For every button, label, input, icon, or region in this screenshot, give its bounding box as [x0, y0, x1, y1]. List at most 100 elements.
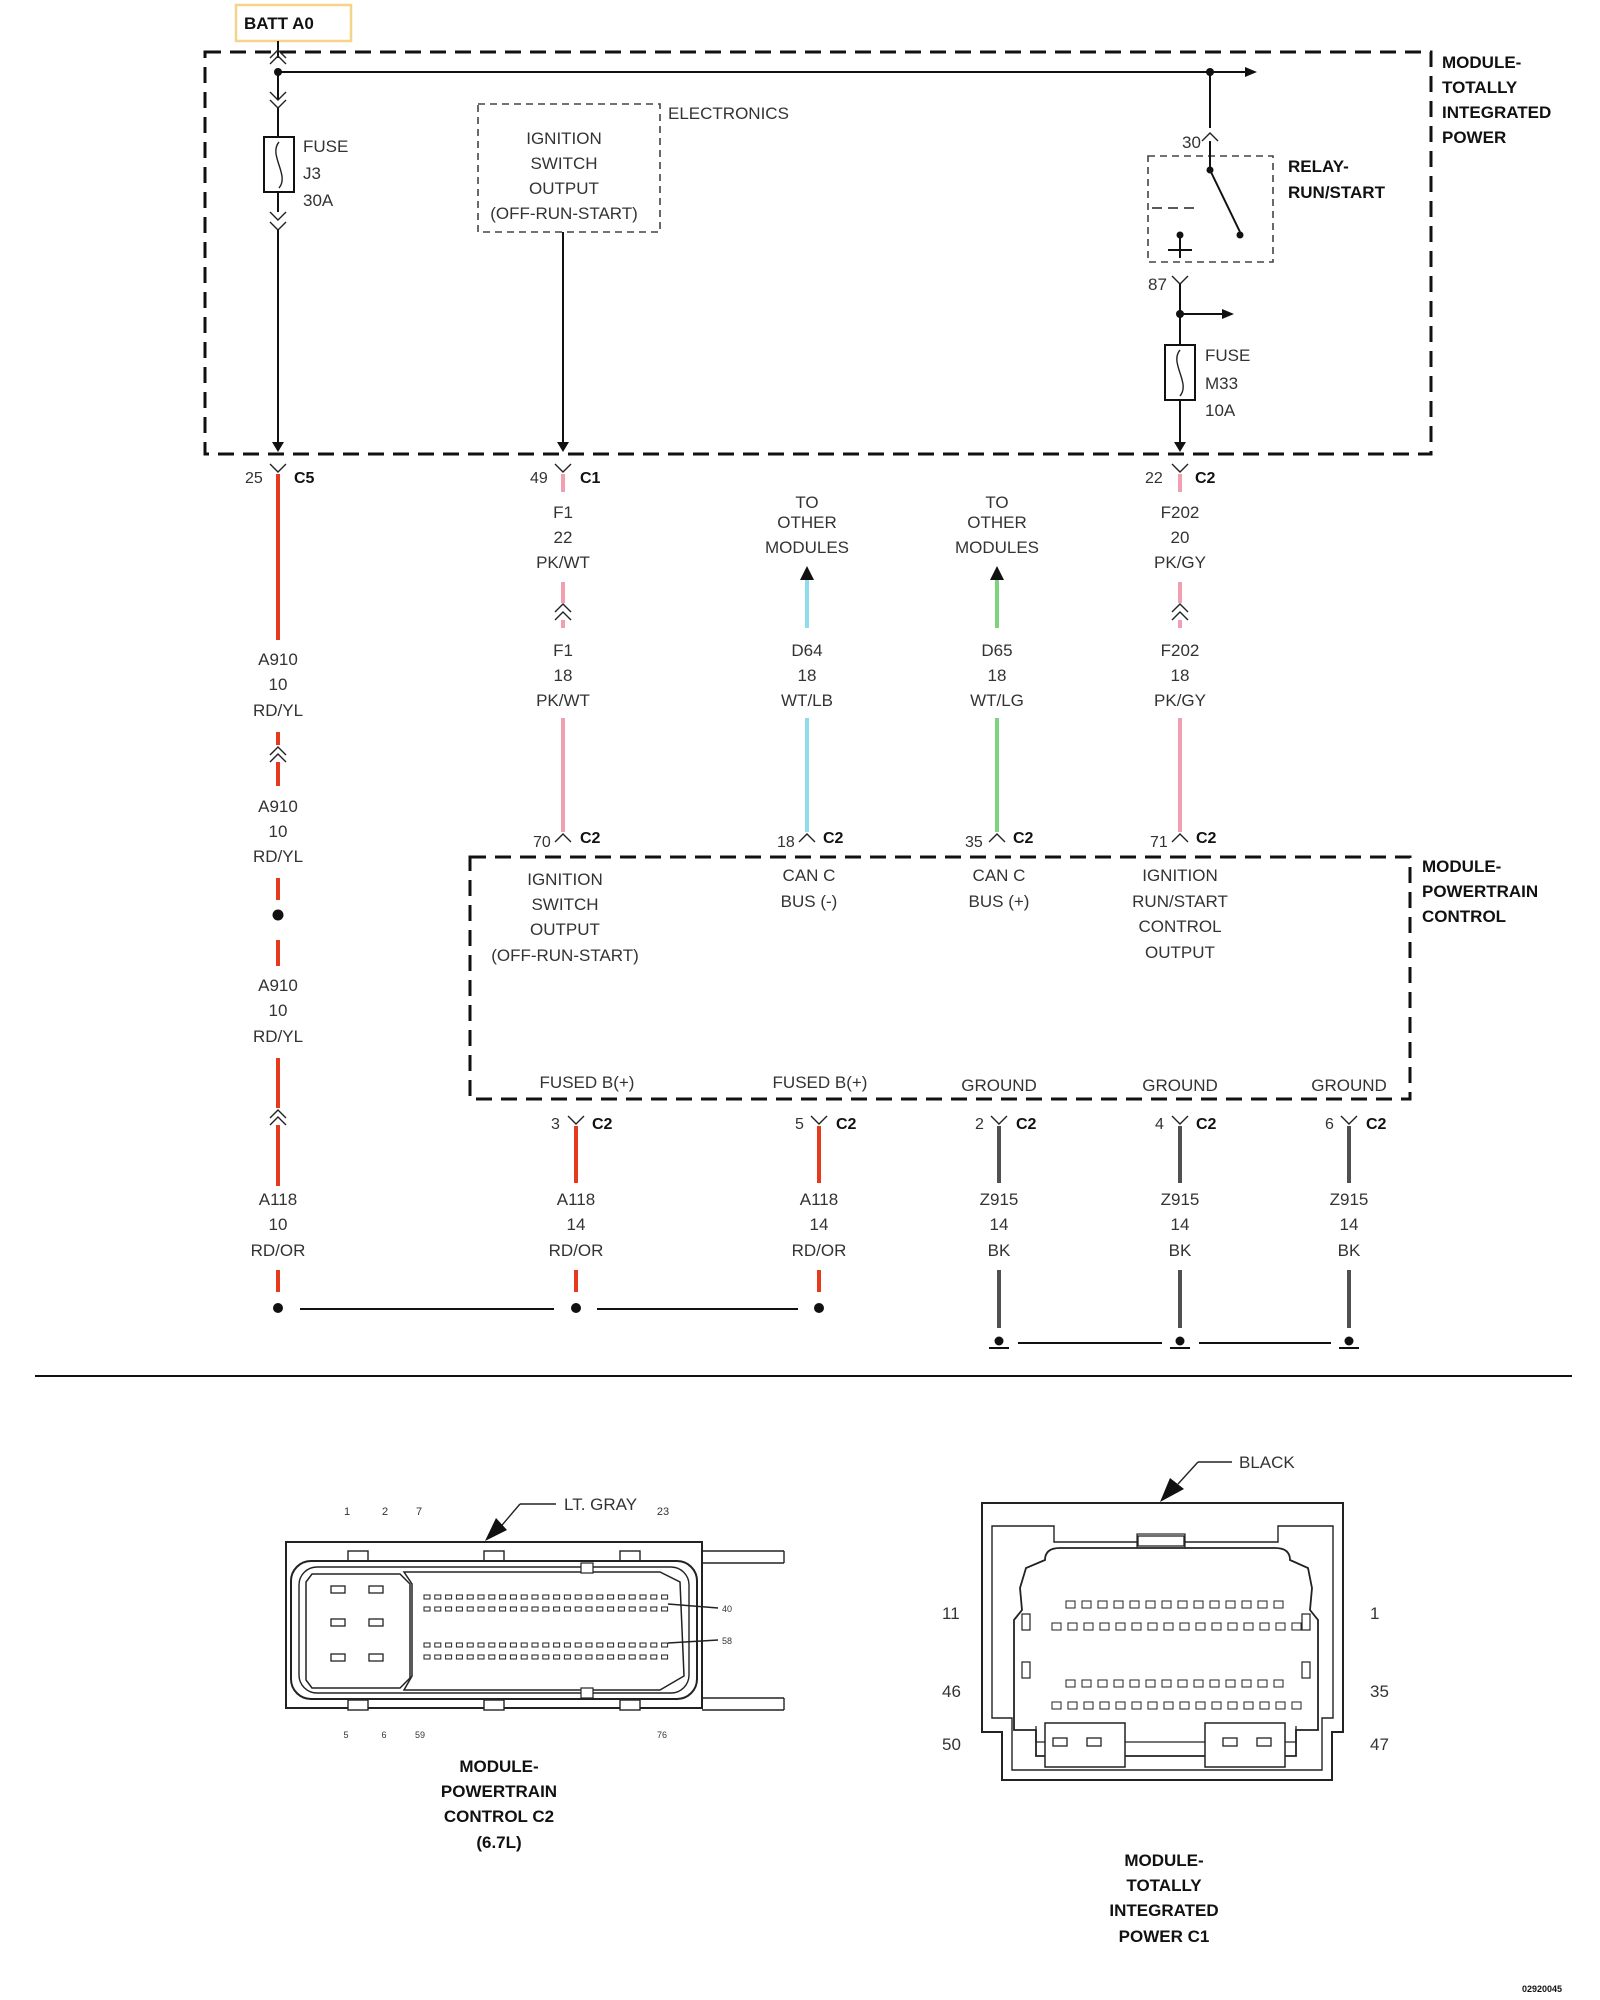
terminal-cavity: [520, 1606, 528, 1612]
pcm-module-boundary: [468, 855, 1412, 1101]
terminal-cavity: [445, 1642, 453, 1648]
terminal-cavity: [542, 1594, 550, 1600]
terminal-cavity: [607, 1654, 615, 1660]
svg-text:GROUND: GROUND: [1311, 1076, 1387, 1095]
pcm-output-pins: 3 C2 5 C2 2 C2 4 C2 6 C2: [551, 1115, 1387, 1133]
terminal-cavity: [1227, 1701, 1238, 1710]
terminal-cavity: [1147, 1622, 1158, 1631]
wire-a118-pin3: A118 14 RD/OR: [549, 1126, 604, 1313]
terminal-cavity: [1115, 1701, 1126, 1710]
terminal-cavity: [1259, 1701, 1270, 1710]
svg-text:14: 14: [1171, 1215, 1190, 1234]
svg-text:C2: C2: [836, 1116, 857, 1133]
pcm-bottom-labels: FUSED B(+) FUSED B(+) GROUND GROUND GROU…: [540, 1073, 1387, 1095]
terminal-cavity: [661, 1654, 669, 1660]
svg-text:C2: C2: [823, 830, 844, 847]
svg-text:MODULES: MODULES: [765, 538, 849, 557]
terminal-cavity: [574, 1594, 582, 1600]
svg-text:14: 14: [990, 1215, 1009, 1234]
terminal-cavity: [574, 1642, 582, 1648]
svg-text:POWERTRAIN: POWERTRAIN: [441, 1782, 557, 1801]
svg-text:RD/OR: RD/OR: [792, 1241, 847, 1260]
fuse-m33: FUSE M33 10A: [1164, 344, 1250, 452]
svg-text:6: 6: [381, 1730, 386, 1740]
terminal-cavity: [553, 1654, 561, 1660]
svg-text:2: 2: [975, 1116, 984, 1133]
svg-text:30: 30: [1182, 133, 1201, 152]
terminal-cavity: [423, 1654, 431, 1660]
terminal-cavity: [1291, 1701, 1302, 1710]
svg-text:LT. GRAY: LT. GRAY: [564, 1495, 637, 1514]
batt-label: BATT A0: [244, 14, 314, 33]
terminal-cavity: [650, 1642, 658, 1648]
svg-text:46: 46: [942, 1682, 961, 1701]
terminal-cavity: [466, 1654, 474, 1660]
svg-text:10: 10: [269, 1001, 288, 1020]
wire-d64: TO OTHER MODULES D64 18 WT/LB: [765, 493, 849, 832]
svg-text:35: 35: [1370, 1682, 1389, 1701]
svg-text:2: 2: [382, 1506, 388, 1518]
terminal-cavity: [1257, 1600, 1268, 1609]
pcm-ign-switch-output: IGNITION SWITCH OUTPUT (OFF-RUN-START): [491, 870, 639, 965]
terminal-cavity: [1177, 1600, 1188, 1609]
svg-text:C2: C2: [592, 1116, 613, 1133]
terminal-cavity: [553, 1594, 561, 1600]
svg-text:76: 76: [657, 1730, 667, 1740]
terminal-cavity: [488, 1642, 496, 1648]
terminal-cavity: [1081, 1679, 1092, 1688]
svg-text:D64: D64: [791, 641, 822, 660]
svg-text:PK/WT: PK/WT: [536, 691, 590, 710]
connector-c2-pin22: 22 C2: [1145, 463, 1216, 487]
terminal-cavity: [574, 1606, 582, 1612]
svg-text:PK/WT: PK/WT: [536, 553, 590, 572]
terminal-cavity: [1083, 1701, 1094, 1710]
terminal-cavity: [1113, 1679, 1124, 1688]
terminal-cavity: [639, 1642, 647, 1648]
svg-text:POWER C1: POWER C1: [1119, 1927, 1210, 1946]
pcm-can-minus: CAN C BUS (-): [781, 866, 838, 911]
terminal-cavity: [1225, 1679, 1236, 1688]
svg-text:RUN/START: RUN/START: [1288, 183, 1386, 202]
svg-text:F1: F1: [553, 641, 573, 660]
terminal-cavity: [499, 1606, 507, 1612]
pcm-can-plus: CAN C BUS (+): [969, 866, 1030, 911]
battery-feed: [269, 41, 1257, 109]
svg-text:MODULES: MODULES: [955, 538, 1039, 557]
terminal-cavity: [628, 1606, 636, 1612]
terminal-cavity: [1211, 1701, 1222, 1710]
svg-text:FUSED B(+): FUSED B(+): [540, 1073, 635, 1092]
svg-text:RD/OR: RD/OR: [251, 1241, 306, 1260]
svg-text:14: 14: [567, 1215, 586, 1234]
terminal-cavity: [650, 1606, 658, 1612]
terminal-cavity: [1257, 1679, 1268, 1688]
svg-text:CAN C: CAN C: [973, 866, 1026, 885]
svg-text:TO: TO: [985, 493, 1008, 512]
terminal-cavity: [1129, 1679, 1140, 1688]
svg-text:MODULE-: MODULE-: [459, 1757, 538, 1776]
svg-text:C2: C2: [1196, 830, 1217, 847]
svg-text:35: 35: [965, 834, 983, 851]
svg-text:RD/OR: RD/OR: [549, 1241, 604, 1260]
pcm-module-name: MODULE- POWERTRAIN CONTROL: [1422, 857, 1538, 926]
svg-text:C2: C2: [1195, 470, 1216, 487]
svg-text:(OFF-RUN-START): (OFF-RUN-START): [490, 204, 638, 223]
svg-text:Z915: Z915: [1161, 1190, 1200, 1209]
terminal-cavity: [617, 1606, 625, 1612]
svg-text:C2: C2: [580, 830, 601, 847]
terminal-cavity: [596, 1654, 604, 1660]
terminal-cavity: [531, 1642, 539, 1648]
svg-text:70: 70: [533, 834, 551, 851]
svg-text:C1: C1: [580, 470, 601, 487]
terminal-cavity: [1147, 1701, 1158, 1710]
terminal-cavity: [542, 1654, 550, 1660]
terminal-cavity: [650, 1594, 658, 1600]
terminal-cavity: [423, 1606, 431, 1612]
terminal-cavity: [1273, 1600, 1284, 1609]
svg-text:71: 71: [1150, 834, 1168, 851]
terminal-cavity: [596, 1642, 604, 1648]
terminal-cavity: [1177, 1679, 1188, 1688]
svg-text:4: 4: [1155, 1116, 1164, 1133]
terminal-cavity: [445, 1606, 453, 1612]
svg-text:58: 58: [722, 1636, 732, 1646]
